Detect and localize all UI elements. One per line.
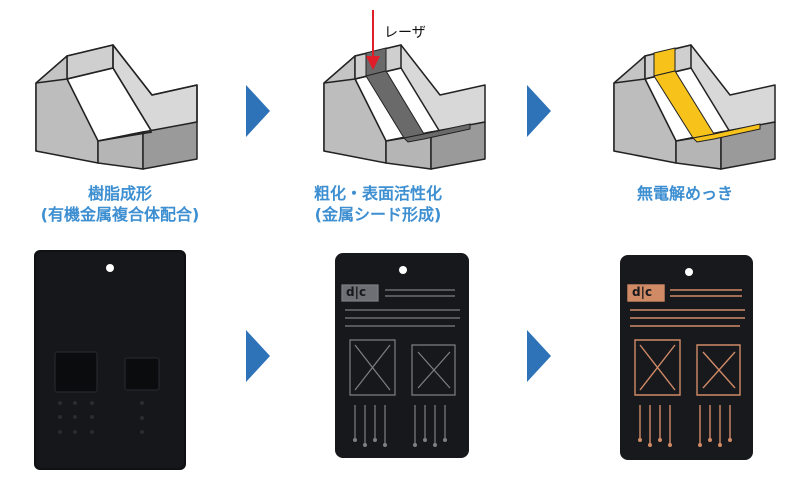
logo-plated: d|c [632, 285, 653, 299]
step-arrow-1 [246, 85, 270, 137]
logo-laser: d|c [346, 285, 367, 299]
step-arrow-2 [527, 85, 551, 137]
step3-caption: 無電解めっき [590, 183, 780, 204]
laser-label: レーザ [384, 25, 426, 41]
photo-arrow-2 [527, 330, 551, 382]
step2-caption: 粗化・表面活性化 (金属シード形成) [278, 183, 478, 225]
step1-subtitle: (有機金属複合体配合) [40, 205, 200, 224]
step1-title: 樹脂成形 [87, 184, 152, 203]
step1-caption: 樹脂成形 (有機金属複合体配合) [0, 183, 240, 225]
step2-subtitle: (金属シード形成) [314, 205, 442, 224]
photo-arrow-1 [246, 330, 270, 382]
step2-title: 粗化・表面活性化 [313, 184, 442, 203]
step3-title: 無電解めっき [636, 184, 733, 203]
plating-stripe [653, 47, 761, 143]
